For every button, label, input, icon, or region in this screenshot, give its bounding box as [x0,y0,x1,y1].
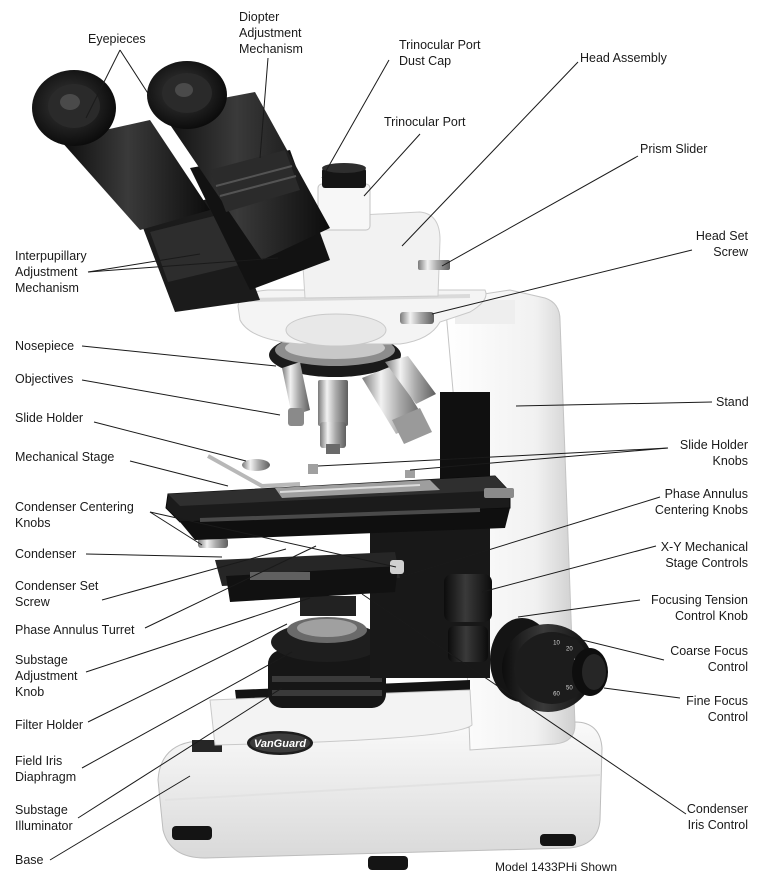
label-stand: Stand [716,395,749,409]
head-set-screw [400,312,434,324]
label-trinocular-port: Trinocular Port [384,115,466,129]
label-condenser: Condenser [15,547,77,561]
label-slide-holder: Slide Holder [15,411,84,425]
label-objectives: Objectives [15,372,74,386]
dial-number: 20 [566,647,573,653]
label-filter-holder: Filter Holder [15,718,84,732]
head-assembly-body [299,211,441,299]
eyepiece-tube-left [60,120,210,230]
dial-number: 50 [566,685,573,691]
stage-lower-plate [180,508,510,540]
prism-slider [418,260,450,270]
label-phase-annulus-turret: Phase Annulus Turret [15,623,135,637]
dial-number: 10 [553,640,560,646]
diopter-ring [210,150,300,212]
brand-badge: VanGuard [247,731,313,755]
base-foot-left [172,826,212,840]
trinocular-dust-cap [322,168,366,188]
slide-holder-arm [207,454,301,489]
binocular-head [32,61,330,312]
base-foot-right [368,856,408,870]
label-mechanical-stage: Mechanical Stage [15,450,115,464]
base-body [157,721,603,859]
dial-number: 60 [553,692,560,698]
label-nosepiece: Nosepiece [15,339,75,353]
objectives-group [282,356,436,454]
label-prism-slider: Prism Slider [640,142,708,156]
xy-stage-knob-lower [448,626,488,662]
label-head-assembly: Head Assembly [580,51,667,65]
brand-logo-text: VanGuard [254,738,306,750]
label-base: Base [15,853,44,867]
slide-holder-knob [242,459,270,471]
focus-knob-assembly: 102030405060 [490,618,608,712]
model-caption: Model 1433PHi Shown [495,860,618,874]
label-eyepieces: Eyepieces [88,32,146,46]
leader-lines [49,49,713,861]
condenser-centering-knob [198,538,228,548]
xy-stage-knob-upper [444,574,492,622]
substage-stack [268,596,386,708]
